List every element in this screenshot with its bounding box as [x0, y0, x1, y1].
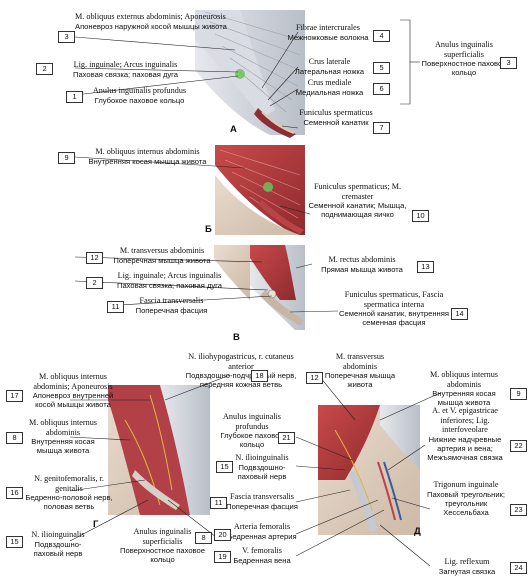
label-transversus: M. transversus abdominis Поперечная мышц… [113, 246, 211, 265]
label-number: 21 [278, 432, 295, 444]
label-number: 9 [510, 388, 527, 400]
label-epigastric-vessels: A. et V. epigastricae inferiores; Lig. i… [427, 406, 503, 462]
label-internal-oblique-3: M. obliquus internus abdominis Внутрення… [429, 370, 498, 408]
label-number: 10 [412, 210, 429, 222]
label-medial-crus: Crus mediale Медиальная ножка [295, 78, 364, 97]
leader-lines [69, 19, 441, 567]
label-inguinal-triangle: Trigonum inguinale Паховый треугольник; … [426, 480, 505, 517]
label-number: 6 [373, 83, 390, 95]
label-transversus-2: M. transversus abdominis Поперечная мышц… [324, 352, 396, 390]
label-number: 22 [510, 440, 527, 452]
label-number: 1 [66, 91, 83, 103]
label-number: 19 [214, 551, 231, 563]
label-femoral-artery: Arteria femoralis Бедренная артерия [227, 522, 297, 541]
label-number: 20 [214, 529, 231, 541]
panel-b-figure [215, 145, 305, 235]
label-rectus: M. rectus abdominis Прямая мышца живота [321, 255, 403, 274]
label-number: 15 [6, 536, 23, 548]
label-number: 11 [107, 301, 124, 313]
label-number: 9 [58, 152, 75, 164]
label-intercrural-fibers: Fibrae intercrurales Межножковые волокна [287, 23, 369, 42]
panel-letter-v: В [233, 332, 240, 343]
label-number: 7 [373, 122, 390, 134]
label-inguinal-ligament: Lig. inguinale; Arcus inguinalis Паховая… [73, 60, 178, 79]
panel-a-figure [195, 10, 305, 138]
label-genitofemoral: N. genitofemoralis, r. genitalis Бедренн… [25, 474, 113, 512]
label-fascia-transversalis-2: Fascia transversalis Поперечная фасция [226, 492, 298, 511]
label-number: 15 [216, 461, 233, 473]
panel-letter-b: Б [205, 224, 212, 235]
label-internal-spermatic-fascia: Funiculus spermaticus, Fascia spermatica… [339, 290, 449, 328]
label-superficial-ring-2: Anulus inguinalis superficialis Поверхно… [120, 527, 205, 565]
label-fascia-transversalis: Fascia transversalis Поперечная фасция [135, 296, 208, 315]
label-number: 3 [58, 31, 75, 43]
label-reflected-ligament: Lig. reflexum Загнутая связка [438, 557, 496, 576]
label-number: 2 [86, 277, 103, 289]
label-deep-inguinal-ring: Anulus inguinalis profundus Глубокое пах… [92, 86, 187, 105]
label-femoral-vein: V. femoralis Бедренная вена [233, 546, 291, 565]
label-internal-oblique: M. obliquus internus abdominis Внутрення… [88, 147, 207, 166]
label-ilioinguinal-2: N. ilioinguinalis Подвздошно-паховый нер… [235, 453, 289, 481]
label-number: 13 [417, 261, 434, 273]
panel-d-figure [318, 405, 420, 535]
label-deep-ring-2: Anulus inguinalis profundus Глубокое пах… [220, 412, 284, 450]
label-number: 24 [510, 562, 527, 574]
panel-letter-d: Д [414, 526, 421, 537]
label-number: 16 [6, 487, 23, 499]
label-aponeurosis-int-oblique: M. obliquus internus abdominis; Aponeuro… [32, 372, 114, 410]
label-number: 14 [451, 308, 468, 320]
panel-letter-a: А [230, 124, 237, 135]
panel-letter-g: Г [93, 519, 99, 530]
label-ilioinguinal: N. ilioinguinalis Подвздошно-паховый нер… [31, 530, 85, 558]
label-lateral-crus: Crus laterale Латеральная ножка [294, 57, 365, 76]
label-number: 12 [86, 252, 103, 264]
label-superficial-ring: Anulus inguinalis superficialis Поверхно… [421, 40, 507, 78]
label-aponeurosis-ext-oblique: M. obliquus externus abdominis; Aponeuro… [75, 12, 227, 31]
label-number: 2 [36, 63, 53, 75]
label-number: 18 [251, 370, 268, 382]
label-internal-oblique-2: M. obliquus internus abdominis Внутрення… [28, 418, 97, 456]
label-number: 8 [195, 532, 212, 544]
label-spermatic-cord: Funiculus spermaticus Семенной канатик [299, 108, 373, 127]
label-number: 12 [306, 372, 323, 384]
label-number: 3 [500, 57, 517, 69]
label-cremaster: Funiculus spermaticus; M. cremaster Семе… [308, 182, 407, 220]
label-number: 23 [510, 504, 527, 516]
label-inguinal-ligament-2: Lig. inguinale; Arcus inguinalis Паховая… [117, 271, 222, 290]
panel-v-figure [214, 245, 305, 330]
label-number: 5 [373, 62, 390, 74]
label-number: 4 [373, 30, 390, 42]
label-number: 8 [6, 432, 23, 444]
panel-g-figure [108, 385, 210, 515]
label-number: 17 [6, 390, 23, 402]
label-number: 11 [210, 497, 227, 509]
label-iliohypogastric: N. iliohypogastricus, r. cutaneus anteri… [185, 352, 297, 390]
